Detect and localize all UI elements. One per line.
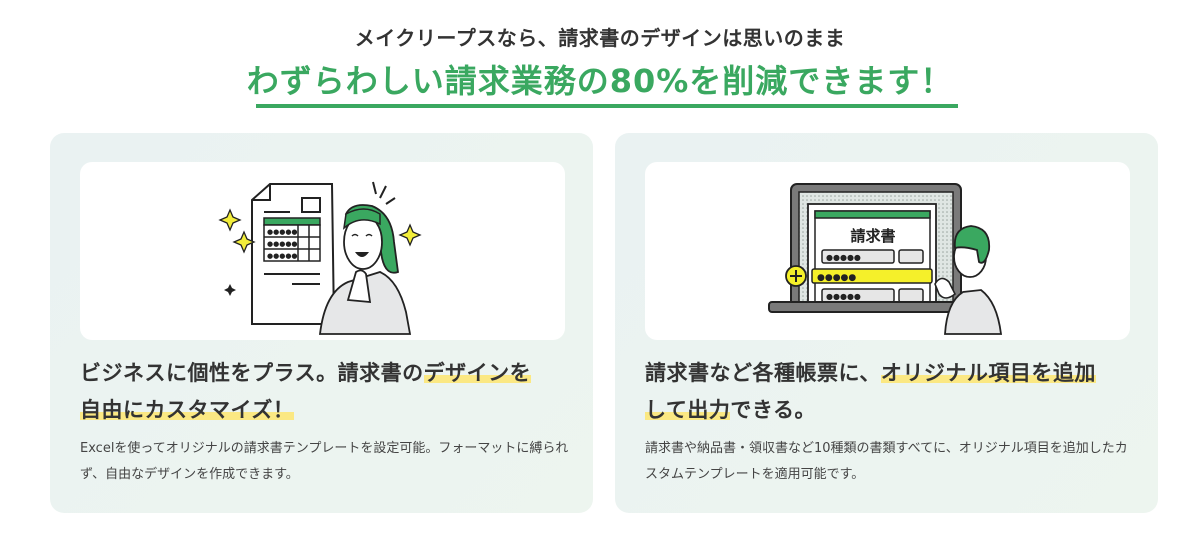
- svg-text:●●●●●: ●●●●●: [817, 273, 856, 283]
- card-description: 請求書や納品書・領収書など10種類の書類すべてに、オリジナル項目を追加したカスタ…: [645, 441, 1128, 482]
- feature-card-design: ●●●●● ●●●●● ●●●●● ビジネスに個性をプラス。請求書のデザインを自: [50, 133, 593, 513]
- card-heading: ビジネスに個性をプラス。請求書のデザインを自由にカスタマイズ！: [80, 355, 570, 429]
- hero-underline: [256, 104, 958, 108]
- hero-subtitle: メイクリープスなら、請求書のデザインは思いのまま: [354, 26, 846, 50]
- card-description: Excelを使ってオリジナルの請求書テンプレートを設定可能。フォーマットに縛られ…: [80, 441, 569, 482]
- svg-text:請求書: 請求書: [850, 227, 895, 245]
- svg-text:●●●●●: ●●●●●: [267, 228, 298, 236]
- svg-text:●●●●●: ●●●●●: [267, 240, 298, 248]
- heading-text: できる。: [730, 398, 816, 422]
- card-heading: 請求書など各種帳票に、オリジナル項目を追加して出力できる。: [645, 355, 1135, 429]
- illustration-box: ●●●●● ●●●●● ●●●●●: [80, 162, 565, 340]
- heading-highlight: デザインを: [423, 361, 532, 385]
- heading-highlight: オリジナル項目を追加: [880, 361, 1096, 385]
- hero-title: わずらわしい請求業務の80%を削減できます！: [246, 62, 954, 100]
- heading-highlight: 自由にカスタマイズ！: [80, 398, 295, 422]
- heading-highlight: して出力: [645, 398, 731, 422]
- man-with-laptop-invoice-illustration: 請求書 ●●●●● ●●●●● ●●●●●: [768, 183, 1003, 335]
- woman-with-invoice-illustration: ●●●●● ●●●●● ●●●●●: [218, 181, 422, 335]
- heading-text: ビジネスに個性をプラス。請求書の: [80, 361, 424, 385]
- feature-card-custom-fields: 請求書 ●●●●● ●●●●● ●●●●● 請求書など各種帳票に、オリジナル項目…: [615, 133, 1158, 513]
- svg-text:●●●●●: ●●●●●: [826, 253, 861, 262]
- svg-text:●●●●●: ●●●●●: [267, 252, 298, 260]
- illustration-box: 請求書 ●●●●● ●●●●● ●●●●●: [645, 162, 1130, 340]
- svg-text:●●●●●: ●●●●●: [826, 292, 861, 301]
- heading-text: 請求書など各種帳票に、: [645, 361, 881, 385]
